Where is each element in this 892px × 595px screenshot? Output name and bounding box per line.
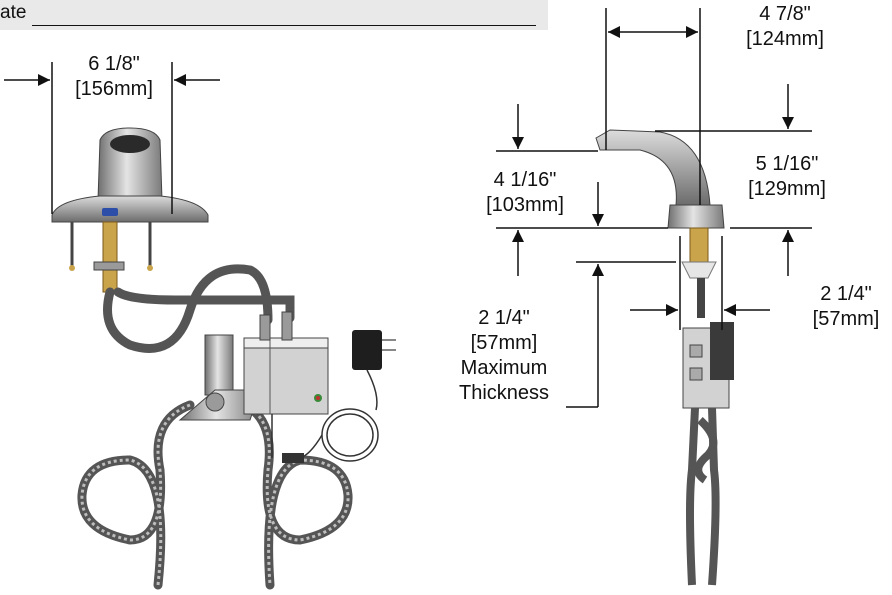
max-thickness-dimension — [566, 261, 676, 408]
max-thickness-metric: [57mm] — [470, 332, 538, 354]
deck-height-imperial: 4 1/16" — [493, 169, 557, 191]
date-label: ate — [0, 2, 27, 23]
width-front-imperial: 6 1/8" — [88, 53, 140, 75]
spout-height-label: 5 1/16" [129mm] — [732, 152, 842, 202]
side-view-control-box — [682, 322, 734, 409]
spout-reach-dimension — [605, 8, 701, 205]
deck-height-metric: [103mm] — [486, 194, 564, 216]
deck-height-label: 4 1/16" [103mm] — [470, 168, 580, 218]
max-thickness-label: 2 1/4" [57mm] Maximum Thickness — [448, 306, 560, 406]
mixing-valve — [178, 334, 261, 421]
max-thickness-note-1: Maximum — [460, 357, 548, 379]
spout-height-imperial: 5 1/16" — [755, 153, 819, 175]
date-underline — [32, 25, 536, 26]
control-box — [243, 311, 329, 415]
max-thickness-note-2: Thickness — [458, 382, 550, 404]
spout-reach-metric: [124mm] — [746, 28, 824, 50]
front-view-hose-braid — [80, 403, 350, 586]
side-view-faucet — [595, 129, 725, 318]
base-width-imperial: 2 1/4" — [820, 283, 872, 305]
deck-height-dimension — [496, 104, 668, 276]
base-width-label: 2 1/4" [57mm] — [800, 282, 892, 332]
spout-height-dimension — [655, 84, 812, 276]
spout-reach-imperial: 4 7/8" — [759, 3, 811, 25]
spout-height-metric: [129mm] — [748, 178, 826, 200]
side-view-hoses — [686, 407, 720, 586]
base-width-dimension — [630, 236, 770, 330]
max-thickness-imperial: 2 1/4" — [478, 307, 530, 329]
width-front-metric: [156mm] — [75, 78, 153, 100]
width-front-label: 6 1/8" [156mm] — [62, 52, 166, 102]
spout-reach-label: 4 7/8" [124mm] — [730, 2, 840, 52]
front-view-faucet — [51, 127, 209, 293]
power-adapter — [271, 330, 396, 463]
base-width-metric: [57mm] — [812, 308, 880, 330]
front-width-dimension — [4, 62, 220, 214]
date-field: ate — [0, 0, 548, 30]
